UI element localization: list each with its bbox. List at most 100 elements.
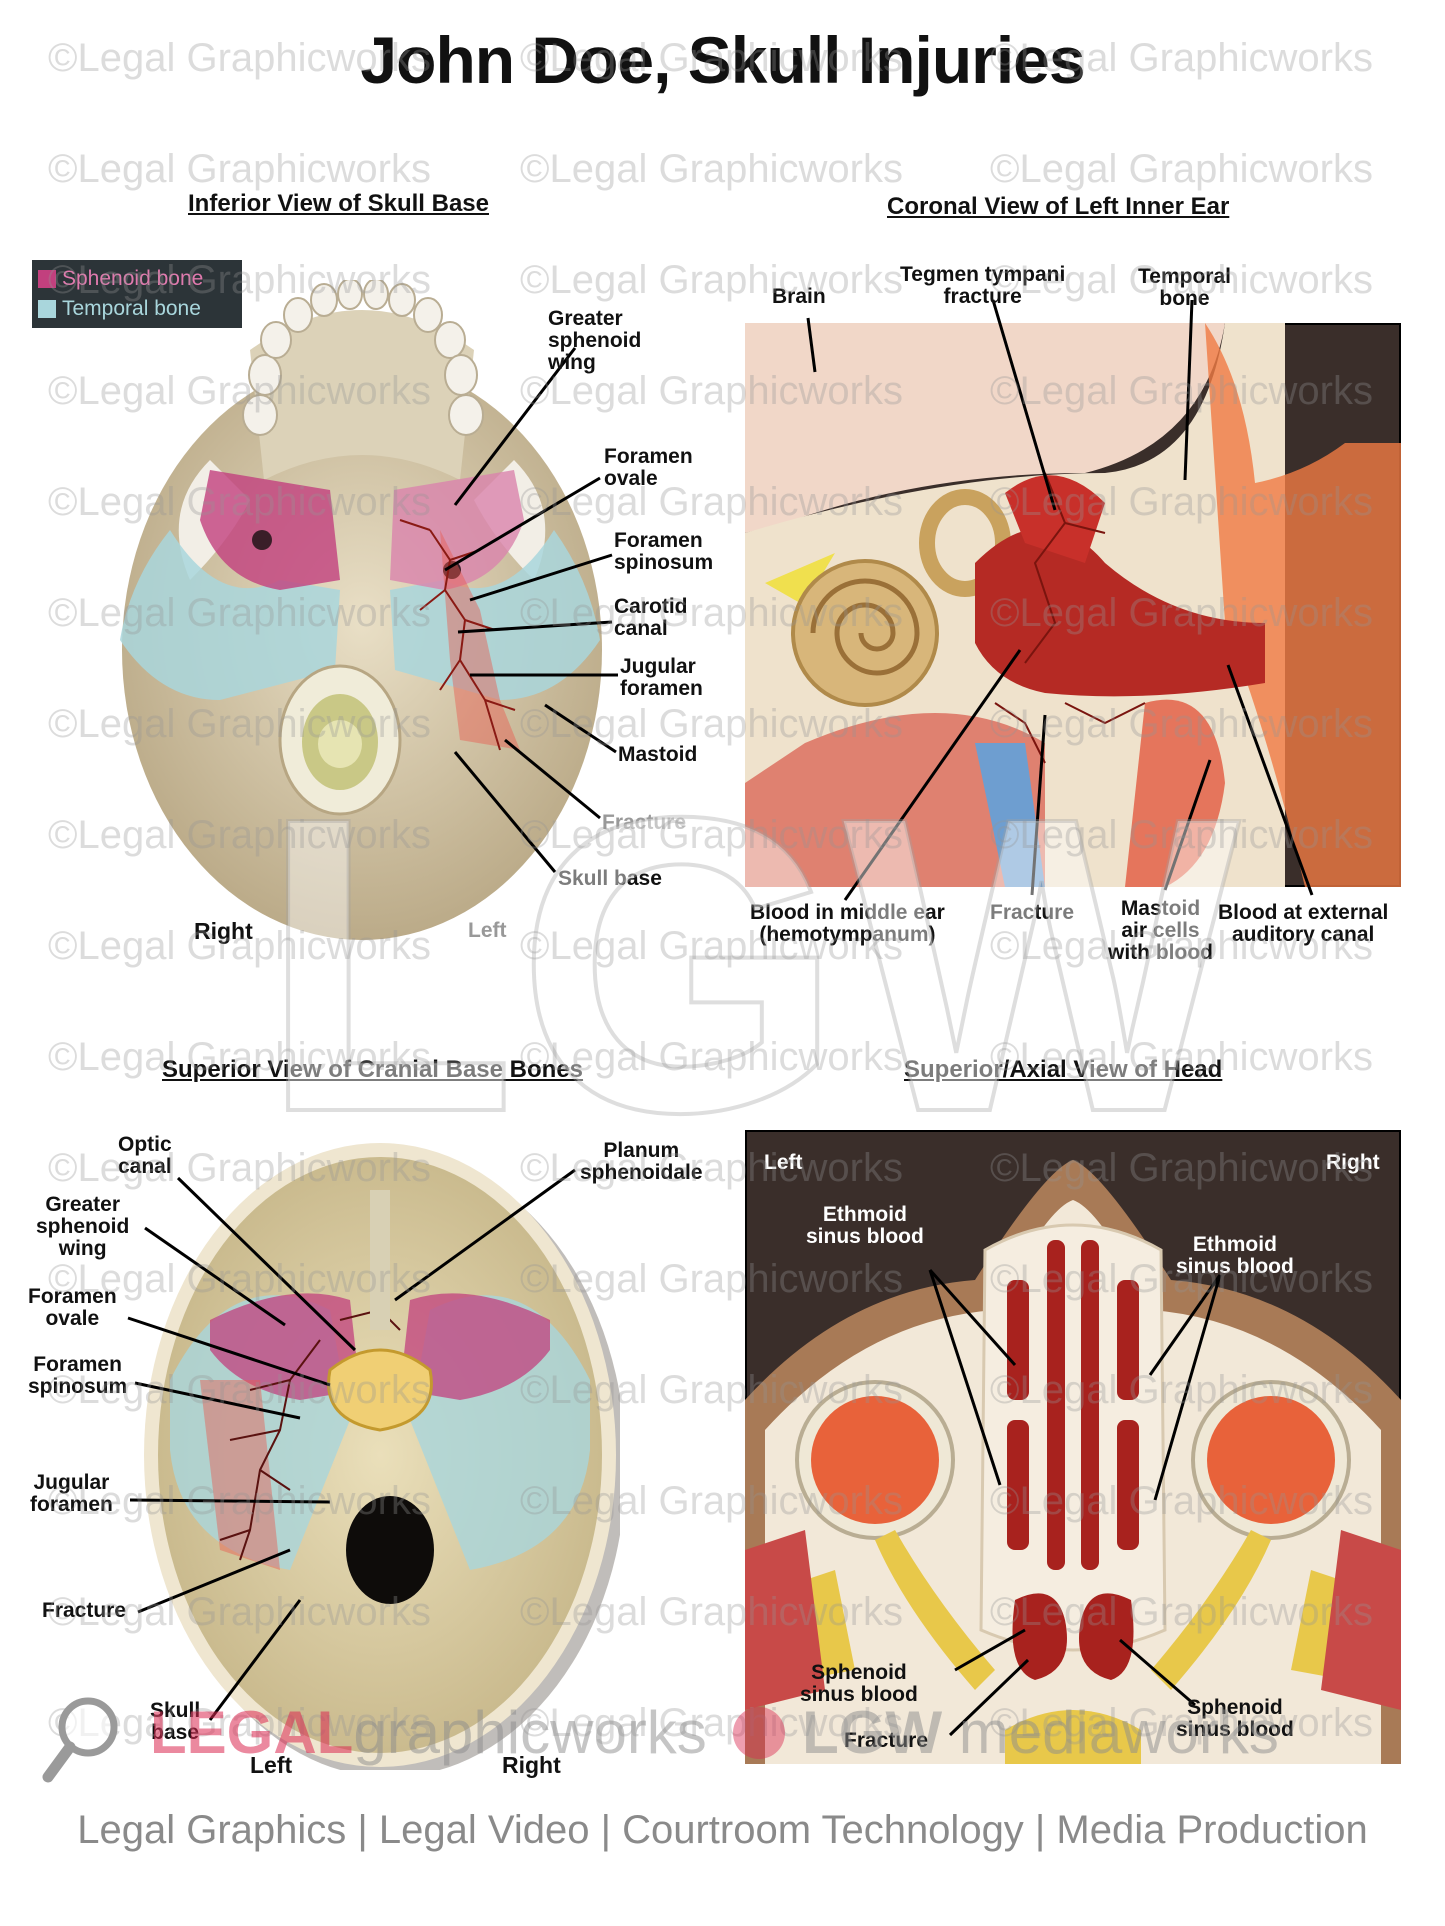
label-optic-canal: Optic canal <box>118 1134 172 1178</box>
leader-foramen-ovale <box>444 476 601 572</box>
label-text: Skull base <box>150 1699 201 1744</box>
axial-head-title: Superior/Axial View of Head <box>904 1056 1223 1083</box>
leader-blood-external <box>1226 664 1314 896</box>
label-foramen-spinosum: Foramen spinosum <box>614 530 713 574</box>
label-foramen-ovale-sup: Foramen ovale <box>28 1286 117 1330</box>
leader-brain <box>806 317 817 373</box>
label-tegmen-fracture: Tegmen tympani fracture <box>900 264 1065 308</box>
label-axial-fracture: Fracture <box>844 1729 929 1752</box>
crista-galli <box>370 1190 390 1330</box>
brand-legal: LEGAL <box>150 1699 354 1766</box>
brain-region <box>745 323 1225 533</box>
ethmoid-cells <box>1007 1240 1139 1570</box>
tissue-lower-left <box>745 713 1045 887</box>
label-text: Mastoid air cells with blood <box>1108 897 1213 964</box>
label-planum-sphenoidale: Planum sphenoidale <box>580 1140 703 1184</box>
legend-swatch-sphenoid <box>38 270 56 288</box>
leader-optic-canal <box>176 1176 357 1352</box>
label-mastoid: Mastoid <box>618 743 698 766</box>
leader-skull-base-sup <box>208 1599 302 1721</box>
label-coronal-fracture: Fracture <box>990 901 1075 924</box>
label-axial-right: Right <box>1326 1151 1380 1174</box>
label-text: Blood in middle ear (hemotympanum) <box>750 901 945 946</box>
tegmen-fracture-blood <box>1005 475 1105 563</box>
label-temporal-bone: Temporal bone <box>1138 266 1231 310</box>
label-text: Temporal bone <box>1138 265 1231 310</box>
footer-services: Legal Graphics | Legal Video | Courtroom… <box>77 1808 1368 1852</box>
leader-foramen-spinosum <box>469 553 613 602</box>
coronal-ear-illustration <box>745 323 1401 887</box>
leader-ethmoid-left-b <box>928 1269 1002 1486</box>
label-skull-base-sup: Skull base <box>150 1700 200 1744</box>
leader-ethmoid-right-a <box>1148 1274 1222 1376</box>
foramen-magnum <box>346 1496 434 1604</box>
label-blood-external-canal: Blood at external auditory canal <box>1218 902 1388 946</box>
fracture-hemorrhage <box>200 1380 280 1570</box>
label-text: Optic canal <box>118 1133 172 1178</box>
label-text: Greater sphenoid wing <box>548 307 642 374</box>
legend-label-temporal: Temporal bone <box>62 297 201 320</box>
leader-tegmen <box>991 299 1057 511</box>
label-text: Foramen ovale <box>604 445 693 490</box>
brand-bar: LEGALgraphicworks LGW mediaworks <box>150 1698 1279 1767</box>
label-text: Greater sphenoid wing <box>36 1193 130 1260</box>
label-text: Foramen spinosum <box>614 529 714 574</box>
sphenoid-sinus-right <box>1079 1593 1134 1680</box>
label-text: Ethmoid sinus blood <box>1176 1233 1294 1278</box>
label-fracture: Fracture <box>602 811 687 834</box>
label-jugular-foramen-sup: Jugular foramen <box>30 1472 113 1516</box>
legend-item-sphenoid: Sphenoid bone <box>38 266 203 292</box>
middle-ear-blood <box>975 528 1265 697</box>
mastoid-cells-blood <box>1125 699 1225 887</box>
label-skull-base: Skull base <box>558 867 662 890</box>
right-optic-nerve <box>1151 1530 1271 1690</box>
leader-ethmoid-left-a <box>928 1268 1017 1367</box>
label-sphenoid-blood-left: Sphenoid sinus blood <box>800 1662 918 1706</box>
leader-carotid-canal <box>457 620 613 634</box>
label-ethmoid-blood-left: Ethmoid sinus blood <box>806 1204 924 1248</box>
label-fracture-sup: Fracture <box>42 1599 127 1622</box>
leader-planum <box>394 1168 576 1302</box>
label-right-orientation-sup: Right <box>502 1752 561 1778</box>
leader-sphenoid-left <box>954 1628 1026 1672</box>
label-left-orientation: Left <box>468 919 507 942</box>
label-text: Foramen ovale <box>28 1285 117 1330</box>
maxilla-shape <box>250 310 474 480</box>
foramen-ovale-left <box>252 530 272 550</box>
label-text: Jugular foramen <box>620 655 703 700</box>
brainstem-area <box>1005 1710 1141 1764</box>
leader-sphenoid-right <box>1119 1638 1196 1707</box>
coronal-view-title: Coronal View of Left Inner Ear <box>887 193 1230 220</box>
right-eye-inner <box>1207 1396 1335 1524</box>
teeth-row <box>242 280 484 436</box>
leader-greater-sphenoid-wing <box>453 347 577 506</box>
leader-fracture <box>504 738 601 820</box>
label-text: Blood at external auditory canal <box>1218 901 1389 946</box>
fracture-hemorrhage-area <box>440 530 520 750</box>
label-text: Ethmoid sinus blood <box>806 1203 924 1248</box>
label-sphenoid-blood-right: Sphenoid sinus blood <box>1176 1697 1294 1741</box>
muscle-right <box>1321 1530 1401 1710</box>
label-text: Jugular foramen <box>30 1471 113 1516</box>
leader-mastoid <box>544 703 617 754</box>
superior-cranial-illustration <box>144 1143 620 1770</box>
brand-lgw: LGW <box>802 1699 943 1766</box>
label-axial-left: Left <box>764 1151 803 1174</box>
legend-item-temporal: Temporal bone <box>38 296 201 322</box>
leader-foramen-ovale-sup <box>127 1316 331 1387</box>
label-right-orientation: Right <box>194 918 253 944</box>
label-text: Foramen spinosum <box>28 1353 128 1398</box>
coronal-fracture-lines <box>994 472 1146 764</box>
label-greater-sphenoid-wing: Greater sphenoid wing <box>548 308 641 374</box>
legend-label-sphenoid: Sphenoid bone <box>62 267 204 290</box>
label-brain: Brain <box>772 285 826 308</box>
leader-coronal-fracture <box>1030 714 1047 896</box>
leader-temporal-bone <box>1183 299 1194 481</box>
left-eye-inner <box>811 1396 939 1524</box>
inferior-skull-illustration <box>120 280 602 940</box>
muscle-left <box>745 1530 825 1710</box>
leader-axial-fracture <box>948 1658 1030 1737</box>
label-text: Planum sphenoidale <box>580 1139 703 1184</box>
label-text: Sphenoid sinus blood <box>1176 1696 1294 1741</box>
